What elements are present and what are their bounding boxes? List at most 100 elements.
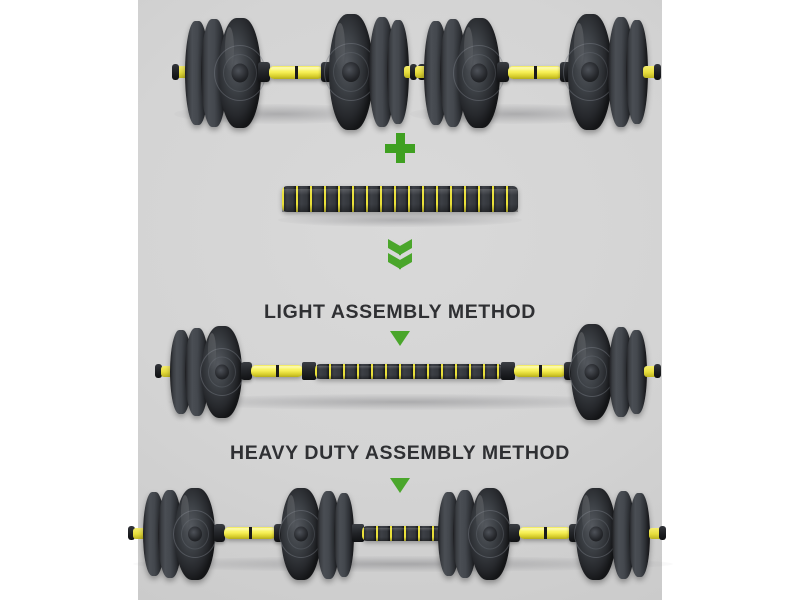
plus-icon-vertical-bar	[396, 133, 405, 163]
weight-plate	[574, 488, 618, 580]
light-center-connector-rod	[315, 364, 503, 379]
dumbbell-left-inner-collar	[258, 62, 270, 82]
rod-highlight	[315, 365, 503, 370]
chevron-down-icon	[387, 239, 413, 250]
dumbbell-right-inner-collar	[497, 62, 509, 82]
weight-plate	[563, 14, 617, 130]
weight-plate	[214, 18, 266, 128]
plate-hub-hole	[231, 63, 249, 83]
plate-highlight	[286, 495, 296, 533]
weight-plate	[173, 488, 217, 580]
chevron-down-icon	[387, 253, 413, 264]
plate-hub-ring	[333, 52, 369, 92]
dumbbell-right-right-plate-stack	[563, 14, 648, 130]
weight-plate	[569, 324, 615, 420]
dumbbell-right-far-nub	[643, 66, 657, 78]
plate-highlight	[581, 495, 591, 533]
plate-hub-ring	[181, 518, 209, 550]
light-left-end-nub	[161, 366, 175, 377]
grip-band	[539, 365, 542, 377]
plate-hub-hole	[470, 63, 488, 83]
grip-band	[544, 527, 547, 539]
heavy-grip-2	[519, 527, 571, 539]
dumbbell-left-plate-stack	[185, 18, 266, 128]
plate-highlight	[335, 23, 345, 70]
plate-highlight	[475, 495, 485, 533]
grip-band	[295, 66, 298, 79]
plate-hub-hole	[342, 62, 360, 82]
plate-hub-ring	[572, 52, 608, 92]
light-right-end-nub	[644, 366, 657, 377]
grip-band	[276, 365, 279, 377]
heavy-plate-stack-1	[143, 488, 219, 580]
heavy-right-end-cap	[659, 526, 666, 540]
weight-plate	[200, 326, 244, 418]
weight-plate	[387, 20, 409, 124]
dumbbell-left-end-cap	[172, 64, 179, 80]
plate-hub-ring	[223, 54, 257, 92]
plate-hub-hole	[483, 526, 497, 542]
weight-plate	[279, 488, 323, 580]
triangle-down-icon-light	[390, 331, 410, 346]
plate-highlight	[463, 26, 474, 71]
connector-rod-shadow	[278, 213, 522, 227]
dumbbell-right-plate-stack	[424, 18, 505, 128]
light-right-grip	[514, 365, 566, 377]
weight-plate	[626, 20, 648, 124]
heavy-collar-1	[214, 524, 225, 542]
dumbbell-left-right-plate-stack	[324, 14, 409, 130]
plate-highlight	[207, 333, 217, 371]
plate-hub-hole	[215, 364, 229, 380]
weight-plate	[324, 14, 378, 130]
double-chevron-down-icon	[387, 239, 413, 267]
light-right-joint	[501, 362, 515, 380]
product-photo-panel: LIGHT ASSEMBLY METHOD	[128, 0, 673, 600]
weight-plate	[626, 330, 647, 414]
heavy-left-end-cap	[128, 526, 135, 540]
heavy-grip-1	[224, 527, 276, 539]
plate-hub-ring	[462, 54, 496, 92]
rod-highlight	[282, 189, 518, 196]
plate-hub-ring	[476, 518, 504, 550]
light-left-plate-stack	[170, 326, 246, 418]
plus-icon	[385, 133, 415, 163]
rod-shadow	[282, 204, 518, 212]
heavy-plate-stack-3	[438, 488, 514, 580]
dumbbell-left-grip	[269, 66, 323, 79]
rod-shadow	[315, 374, 503, 379]
weight-plate	[629, 493, 650, 577]
heavy-right-end-nub	[649, 528, 662, 539]
weight-plate	[468, 488, 512, 580]
plate-highlight	[574, 23, 584, 70]
light-left-grip	[251, 365, 303, 377]
plate-hub-ring	[582, 518, 610, 550]
plate-hub-hole	[589, 526, 603, 542]
plate-hub-ring	[577, 355, 607, 389]
light-left-joint	[302, 362, 316, 380]
plate-hub-ring	[287, 518, 315, 550]
dumbbell-right-grip	[508, 66, 562, 79]
plate-highlight	[224, 26, 235, 71]
weight-plate	[453, 18, 505, 128]
heavy-plate-stack-2	[279, 488, 357, 580]
light-right-end-cap	[654, 364, 661, 378]
grip-band	[534, 66, 537, 79]
triangle-down-icon-heavy	[390, 478, 410, 493]
dumbbell-right-end-cap	[410, 64, 417, 80]
heavy-plate-stack-4	[574, 488, 654, 580]
dumbbell-right-far-cap	[654, 64, 661, 80]
plate-hub-hole	[188, 526, 202, 542]
light-left-collar	[241, 362, 252, 380]
heavy-assembly-caption: HEAVY DUTY ASSEMBLY METHOD	[230, 442, 570, 464]
plate-hub-hole	[294, 526, 308, 542]
heavy-collar-3	[509, 524, 520, 542]
light-left-end-cap	[155, 364, 162, 378]
heavy-left-end-nub	[133, 528, 147, 539]
plate-highlight	[576, 331, 587, 371]
plate-hub-ring	[208, 356, 236, 388]
light-assembly-caption: LIGHT ASSEMBLY METHOD	[264, 301, 536, 323]
plate-highlight	[180, 495, 190, 533]
weight-plate	[334, 493, 354, 577]
ribbed-connector-rod	[282, 186, 518, 212]
